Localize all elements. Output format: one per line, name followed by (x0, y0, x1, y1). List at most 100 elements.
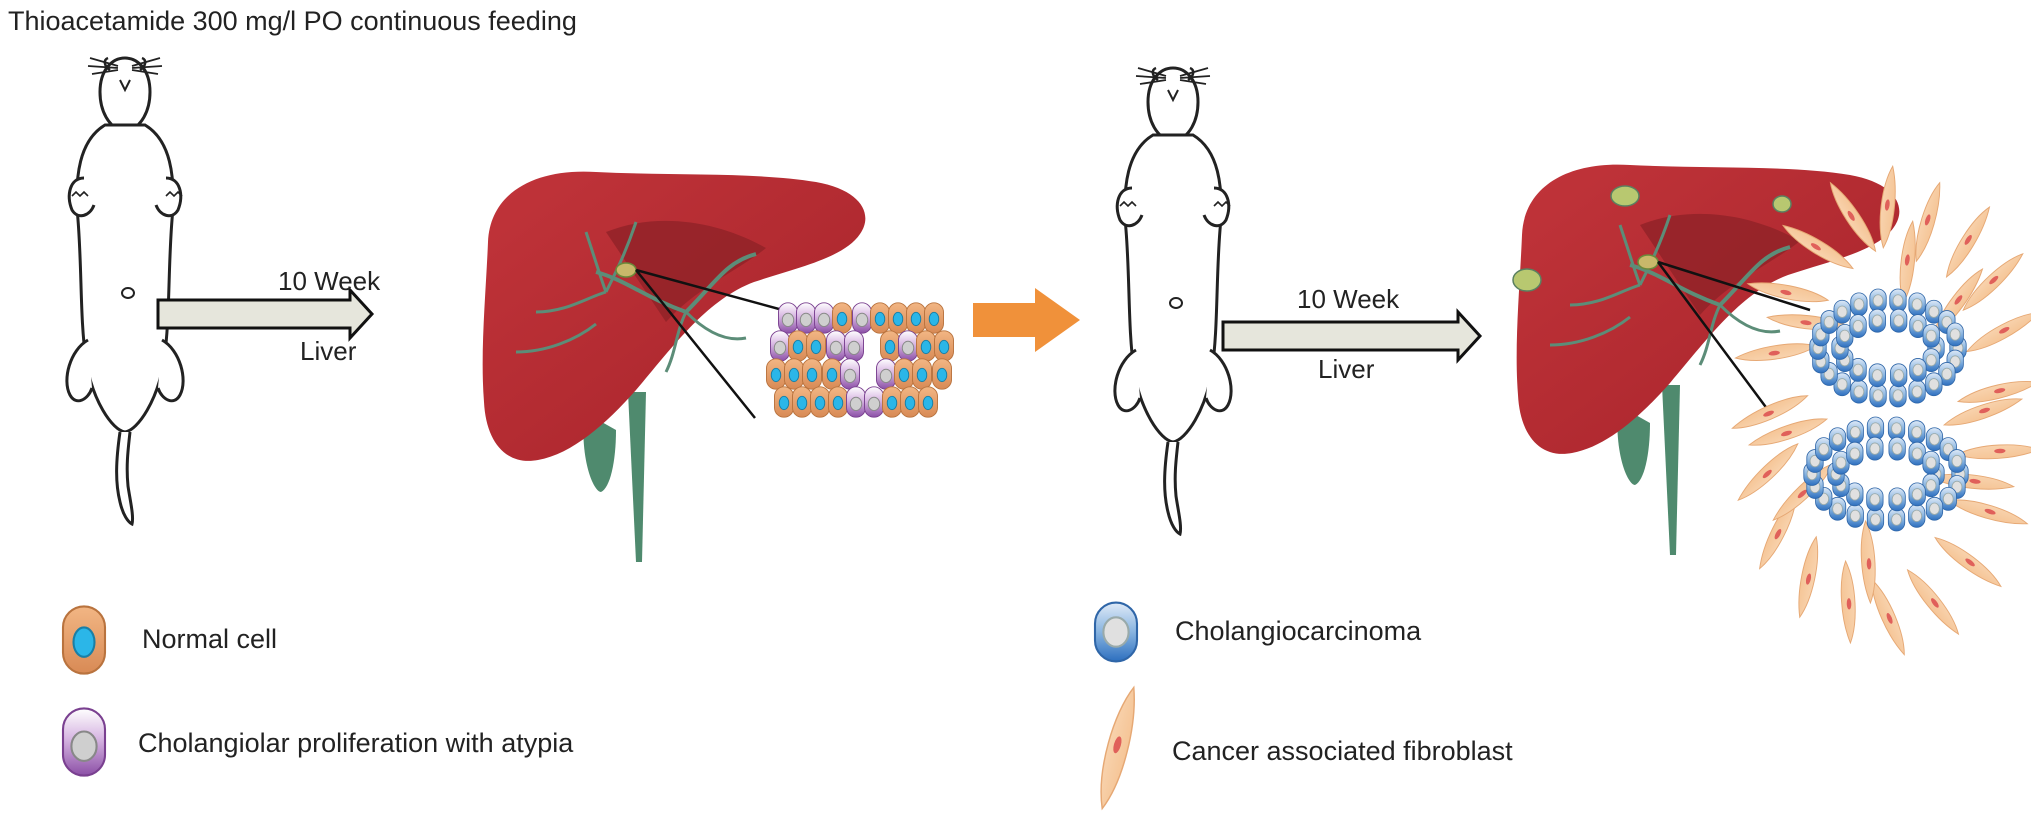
normal-cell (792, 386, 812, 418)
tumor-cell (1868, 363, 1886, 388)
fibroblast (1781, 535, 1835, 619)
tumor-cell (1846, 420, 1864, 445)
lesion-spot (1637, 254, 1659, 270)
tumor-cell (1850, 379, 1868, 404)
tumor-cell (1868, 308, 1886, 333)
tumor-cell (1888, 487, 1906, 512)
normal-cell (934, 330, 954, 362)
tumor-cell (1908, 503, 1926, 528)
normal-cell (832, 302, 852, 334)
tumor-cell (1828, 427, 1847, 452)
tumor-cell (1889, 383, 1907, 408)
normal-cell (906, 302, 926, 334)
zoom-lines-1 (635, 268, 791, 419)
progression-arrow (973, 288, 1080, 352)
timeline-arrow-2 (1221, 308, 1483, 364)
tumor-cell (1890, 308, 1908, 333)
tumor-cell (1833, 299, 1851, 324)
normal-cell (918, 386, 938, 418)
arrow-2-organ-label: Liver (1318, 354, 1375, 384)
normal-cell (788, 330, 808, 362)
normal-cell (784, 358, 804, 390)
tumor-cell (1922, 450, 1940, 475)
normal-cell (932, 358, 952, 390)
normal-cell (912, 358, 932, 390)
legend-label-fibroblast: Cancer associated fibroblast (1172, 736, 1513, 766)
normal-cell (766, 358, 786, 390)
tumor-cell (1866, 416, 1885, 441)
tumor-cell (1908, 482, 1926, 507)
zoom-lines-2 (1656, 260, 1811, 411)
atypia-cell (898, 330, 918, 362)
tumor-cell (1925, 496, 1944, 521)
atypia-cell (846, 386, 866, 418)
tumor-cell (1948, 449, 1966, 473)
rat-illustration-1 (65, 56, 185, 526)
arrow-2-duration-label: 10 Week (1297, 284, 1400, 314)
rat-illustration-2 (1113, 66, 1233, 536)
atypia-cell (770, 330, 790, 362)
tumor-cell (1849, 314, 1867, 338)
tumor-cell (1887, 416, 1906, 441)
normal-cell (828, 386, 848, 418)
tumor-spot (1610, 185, 1640, 207)
tumor-cell (1850, 292, 1868, 317)
normal-cell (900, 386, 920, 418)
normal-cell (924, 302, 944, 334)
arrow-1-organ-label: Liver (300, 336, 357, 366)
fibroblast (1961, 311, 2031, 353)
atypia-cell (844, 330, 864, 362)
fibroblast (1870, 575, 1906, 659)
tumor-cell (1866, 487, 1884, 512)
diagram-title: Thioacetamide 300 mg/l PO continuous fee… (8, 6, 577, 36)
legend-label-normal-cell: Normal cell (142, 624, 278, 654)
fibroblast (1931, 205, 2005, 279)
fibroblast (1941, 397, 2025, 427)
atypia-cell (778, 302, 798, 334)
fibroblast (1933, 524, 2003, 600)
fibroblast (1734, 337, 1818, 367)
fibroblast (1956, 434, 2031, 470)
tumor-cell (1869, 288, 1887, 313)
normal-cell (916, 330, 936, 362)
tumor-cell (1908, 420, 1926, 445)
tumor-cell (1888, 436, 1906, 461)
lesion-spot (615, 262, 637, 278)
tumor-cell (1908, 292, 1926, 317)
cholangiocarcinoma-cluster (1803, 288, 1969, 532)
atypia-cell (852, 302, 872, 334)
arrow-1-duration-label: 10 Week (278, 266, 381, 296)
normal-cell (894, 358, 914, 390)
tumor-cell (1866, 507, 1885, 532)
normal-cell (888, 302, 908, 334)
fibroblast (1830, 560, 1866, 644)
tumor-cell (1889, 288, 1907, 313)
normal-cell (810, 386, 830, 418)
tumor-cell (1887, 507, 1906, 532)
fibroblast (1743, 494, 1813, 570)
tumor-cell (1846, 503, 1864, 528)
tumor-cell (1909, 358, 1927, 382)
atypia-cell (840, 358, 860, 390)
atypia-cell (876, 358, 896, 390)
atypia-cell (864, 386, 884, 418)
tumor-cell (1946, 322, 1964, 347)
tumor-cell (1866, 436, 1884, 461)
normal-cell (806, 330, 826, 362)
cell-cluster-normal (766, 302, 954, 418)
timeline-arrow-1 (156, 286, 375, 342)
tumor-cell (1922, 323, 1940, 348)
normal-cell (774, 386, 794, 418)
atypia-cell (826, 330, 846, 362)
atypia-cell (796, 302, 816, 334)
fibroblast (1906, 560, 1960, 644)
normal-cell (882, 386, 902, 418)
tumor-cell (1869, 383, 1887, 408)
tumor-spot (1512, 268, 1542, 292)
legend-label-cholangiocarcinoma: Cholangiocarcinoma (1175, 616, 1422, 646)
normal-cell (880, 330, 900, 362)
atypia-cell-icon (61, 707, 107, 777)
tumor-cell (1846, 441, 1864, 466)
tumor-cell (1890, 363, 1908, 388)
legend-label-atypia: Cholangiolar proliferation with atypia (138, 728, 574, 758)
